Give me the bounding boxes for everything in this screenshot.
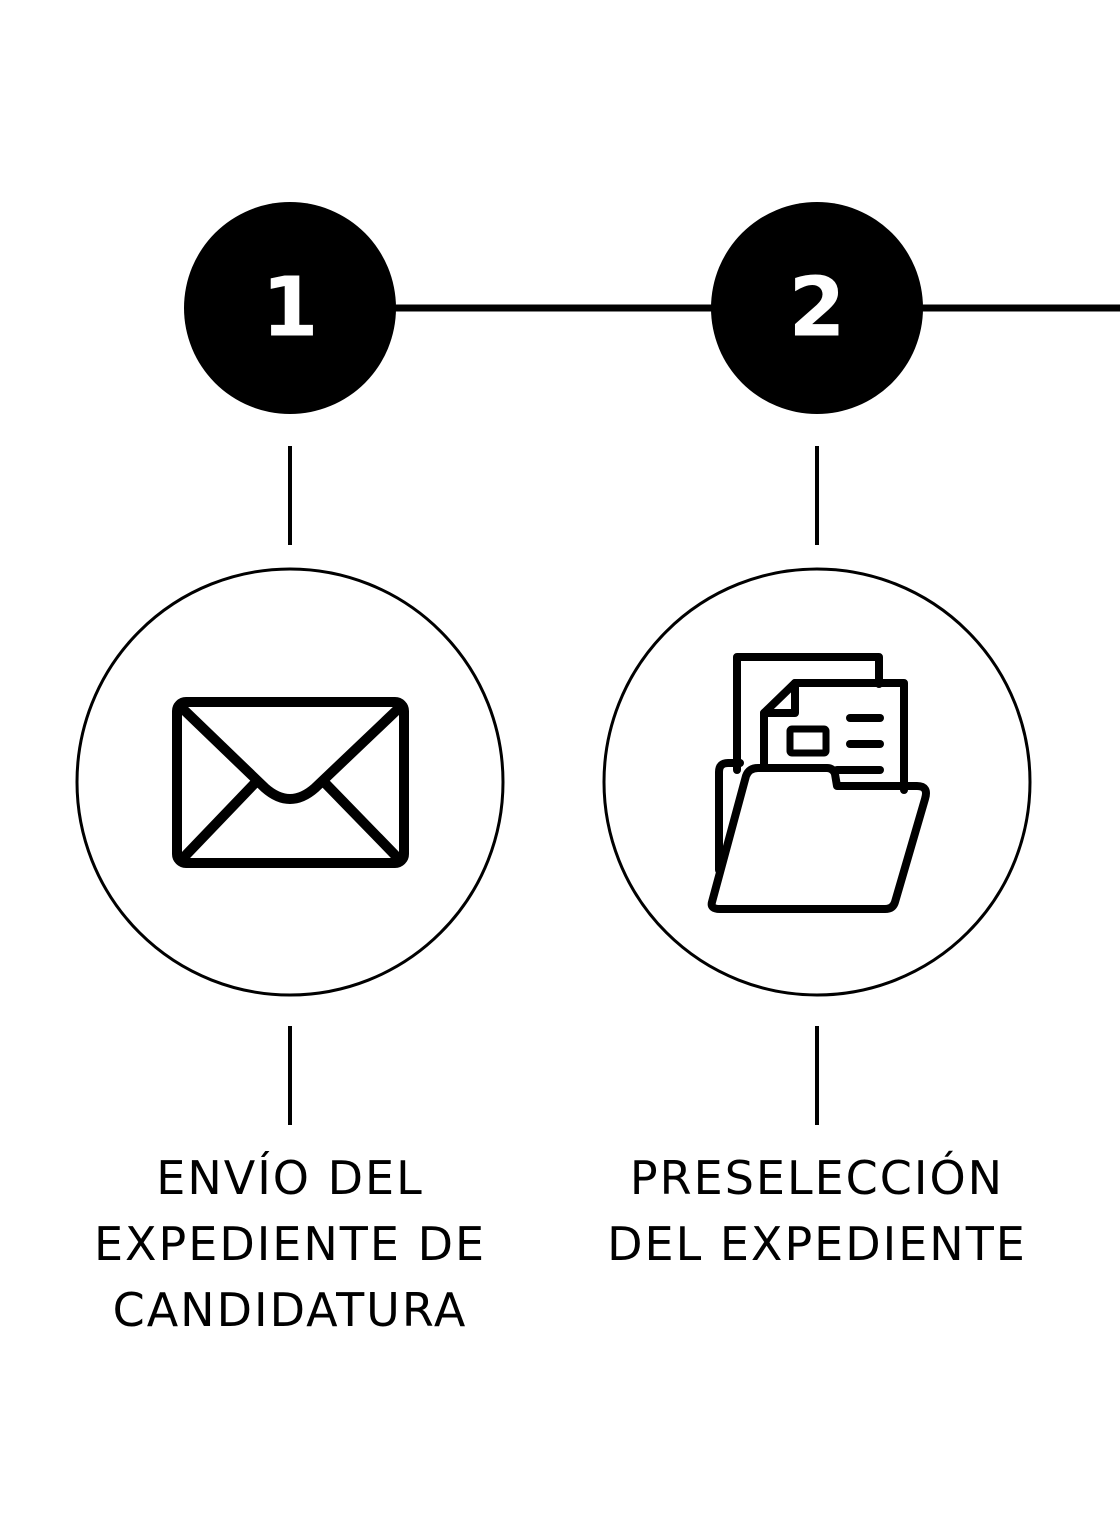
step-1-icon-circle xyxy=(75,567,505,997)
step-2-label-line: DEL EXPEDIENTE xyxy=(607,1217,1027,1271)
step-2-icon-ring xyxy=(602,567,1032,997)
step-2-icon-circle xyxy=(602,567,1032,997)
step-1-label-line: CANDIDATURA xyxy=(112,1283,468,1337)
step-2-number: 2 xyxy=(788,261,845,356)
folder-documents-icon xyxy=(707,653,930,913)
envelope-icon xyxy=(172,697,409,868)
step-2-label: PRESELECCIÓN DEL EXPEDIENTE xyxy=(567,1145,1067,1277)
step-1-label-line: EXPEDIENTE DE xyxy=(93,1217,487,1271)
step-1-number: 1 xyxy=(261,261,318,356)
step-1-label: ENVÍO DEL EXPEDIENTE DE CANDIDATURA xyxy=(40,1145,540,1343)
step-1-label-line: ENVÍO DEL xyxy=(156,1151,424,1205)
step-1-badge-circle xyxy=(184,202,396,414)
step-1-badge: 1 xyxy=(184,202,396,414)
step-2-badge: 2 xyxy=(711,202,923,414)
step-1-icon-ring xyxy=(75,567,505,997)
step-2-badge-circle xyxy=(711,202,923,414)
step-2-label-line: PRESELECCIÓN xyxy=(629,1151,1005,1205)
